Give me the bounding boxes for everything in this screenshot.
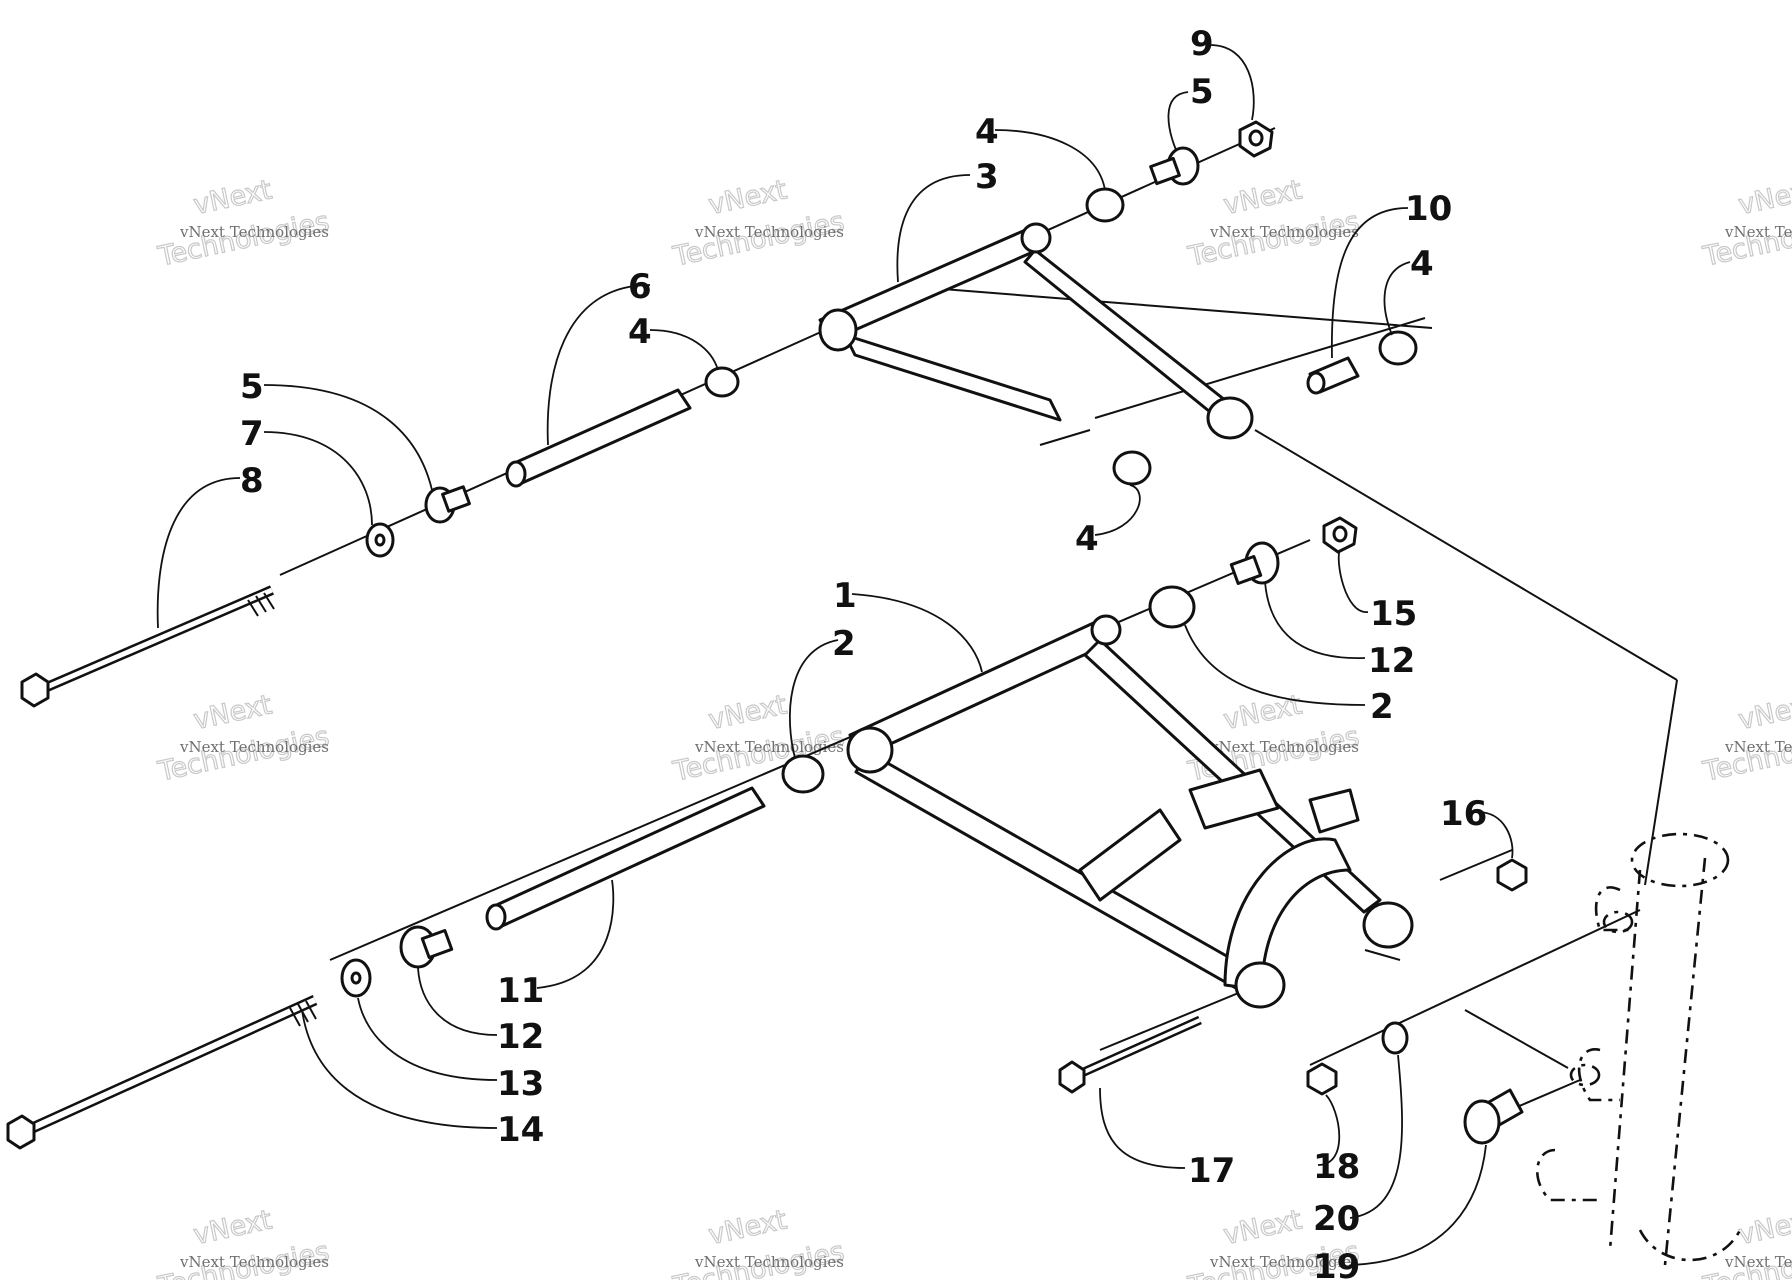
callout-label: 14 xyxy=(497,1110,544,1150)
spindle-knuckle-outline xyxy=(1535,832,1742,1266)
watermark-text-top: vNext xyxy=(1736,1204,1792,1251)
callout-label: 13 xyxy=(497,1064,544,1104)
watermark-text-top: vNext xyxy=(191,1204,275,1251)
watermark-text: vNext Technologies xyxy=(1209,223,1359,241)
watermark-text: vNext Technologies xyxy=(1724,738,1792,756)
callout-label: 8 xyxy=(240,461,264,501)
lower-bolt xyxy=(6,994,318,1150)
watermark-text: vNext Technologies xyxy=(694,1253,844,1271)
watermark-text: vNext Technologies xyxy=(1209,738,1359,756)
callout-label: 4 xyxy=(628,312,652,352)
watermark-text-top: vNext xyxy=(1221,689,1305,736)
watermark-text-top: vNext xyxy=(706,1204,790,1251)
callout-labels: 1 2 2 3 4 4 4 4 5 5 6 7 8 9 10 11 12 12 … xyxy=(240,24,1487,1280)
watermark-text: vNext Technologies xyxy=(694,738,844,756)
callout-label: 10 xyxy=(1405,189,1452,229)
lower-sleeve xyxy=(485,786,766,931)
callout-label: 6 xyxy=(628,267,652,307)
callout-label: 19 xyxy=(1313,1247,1360,1280)
watermark-text-top: vNext xyxy=(706,174,790,221)
watermark-text-top: vNext xyxy=(706,689,790,736)
watermark-text-top: vNext xyxy=(191,689,275,736)
watermark-text-top: vNext xyxy=(1736,689,1792,736)
watermark-text: vNext Technologies xyxy=(1209,1253,1359,1271)
callout-label: 15 xyxy=(1370,594,1417,634)
callout-label: 2 xyxy=(1370,687,1394,727)
callout-label: 18 xyxy=(1313,1147,1360,1187)
callout-label: 12 xyxy=(497,1017,544,1057)
watermark-text: vNext Technologies xyxy=(1724,1253,1792,1271)
callout-label: 4 xyxy=(1075,519,1099,559)
watermark-text-top: vNext xyxy=(1736,174,1792,221)
upper-bolt xyxy=(20,585,275,708)
watermark-text: vNext Technologies xyxy=(179,738,329,756)
callout-label: 7 xyxy=(240,414,264,454)
watermark-text: vNext Technologies xyxy=(1724,223,1792,241)
callout-label: 12 xyxy=(1368,641,1415,681)
callout-label: 2 xyxy=(832,624,856,664)
callout-label: 11 xyxy=(497,971,544,1011)
callout-label: 5 xyxy=(240,367,264,407)
watermark-text-top: vNext xyxy=(1221,1204,1305,1251)
callout-label: 16 xyxy=(1440,794,1487,834)
callout-label: 4 xyxy=(975,112,999,152)
watermark-text: vNext Technologies xyxy=(179,1253,329,1271)
callout-label: 17 xyxy=(1188,1151,1235,1191)
lower-a-arm xyxy=(846,614,1414,1009)
callout-label: 5 xyxy=(1190,72,1214,112)
small-parts xyxy=(340,120,1528,1145)
watermark-text: vNext Technologies xyxy=(694,223,844,241)
upper-a-arm xyxy=(818,222,1254,440)
callout-label: 4 xyxy=(1410,244,1434,284)
callout-label: 9 xyxy=(1190,24,1214,64)
upper-sleeve xyxy=(505,388,692,488)
watermark-text: vNext Technologies xyxy=(179,223,329,241)
callout-label: 1 xyxy=(833,576,857,616)
callout-label: 3 xyxy=(975,157,999,197)
watermark-text-top: vNext xyxy=(191,174,275,221)
leader-lines xyxy=(156,44,1514,1266)
watermark-text-top: vNext xyxy=(1221,174,1305,221)
callout-label: 20 xyxy=(1313,1199,1360,1239)
